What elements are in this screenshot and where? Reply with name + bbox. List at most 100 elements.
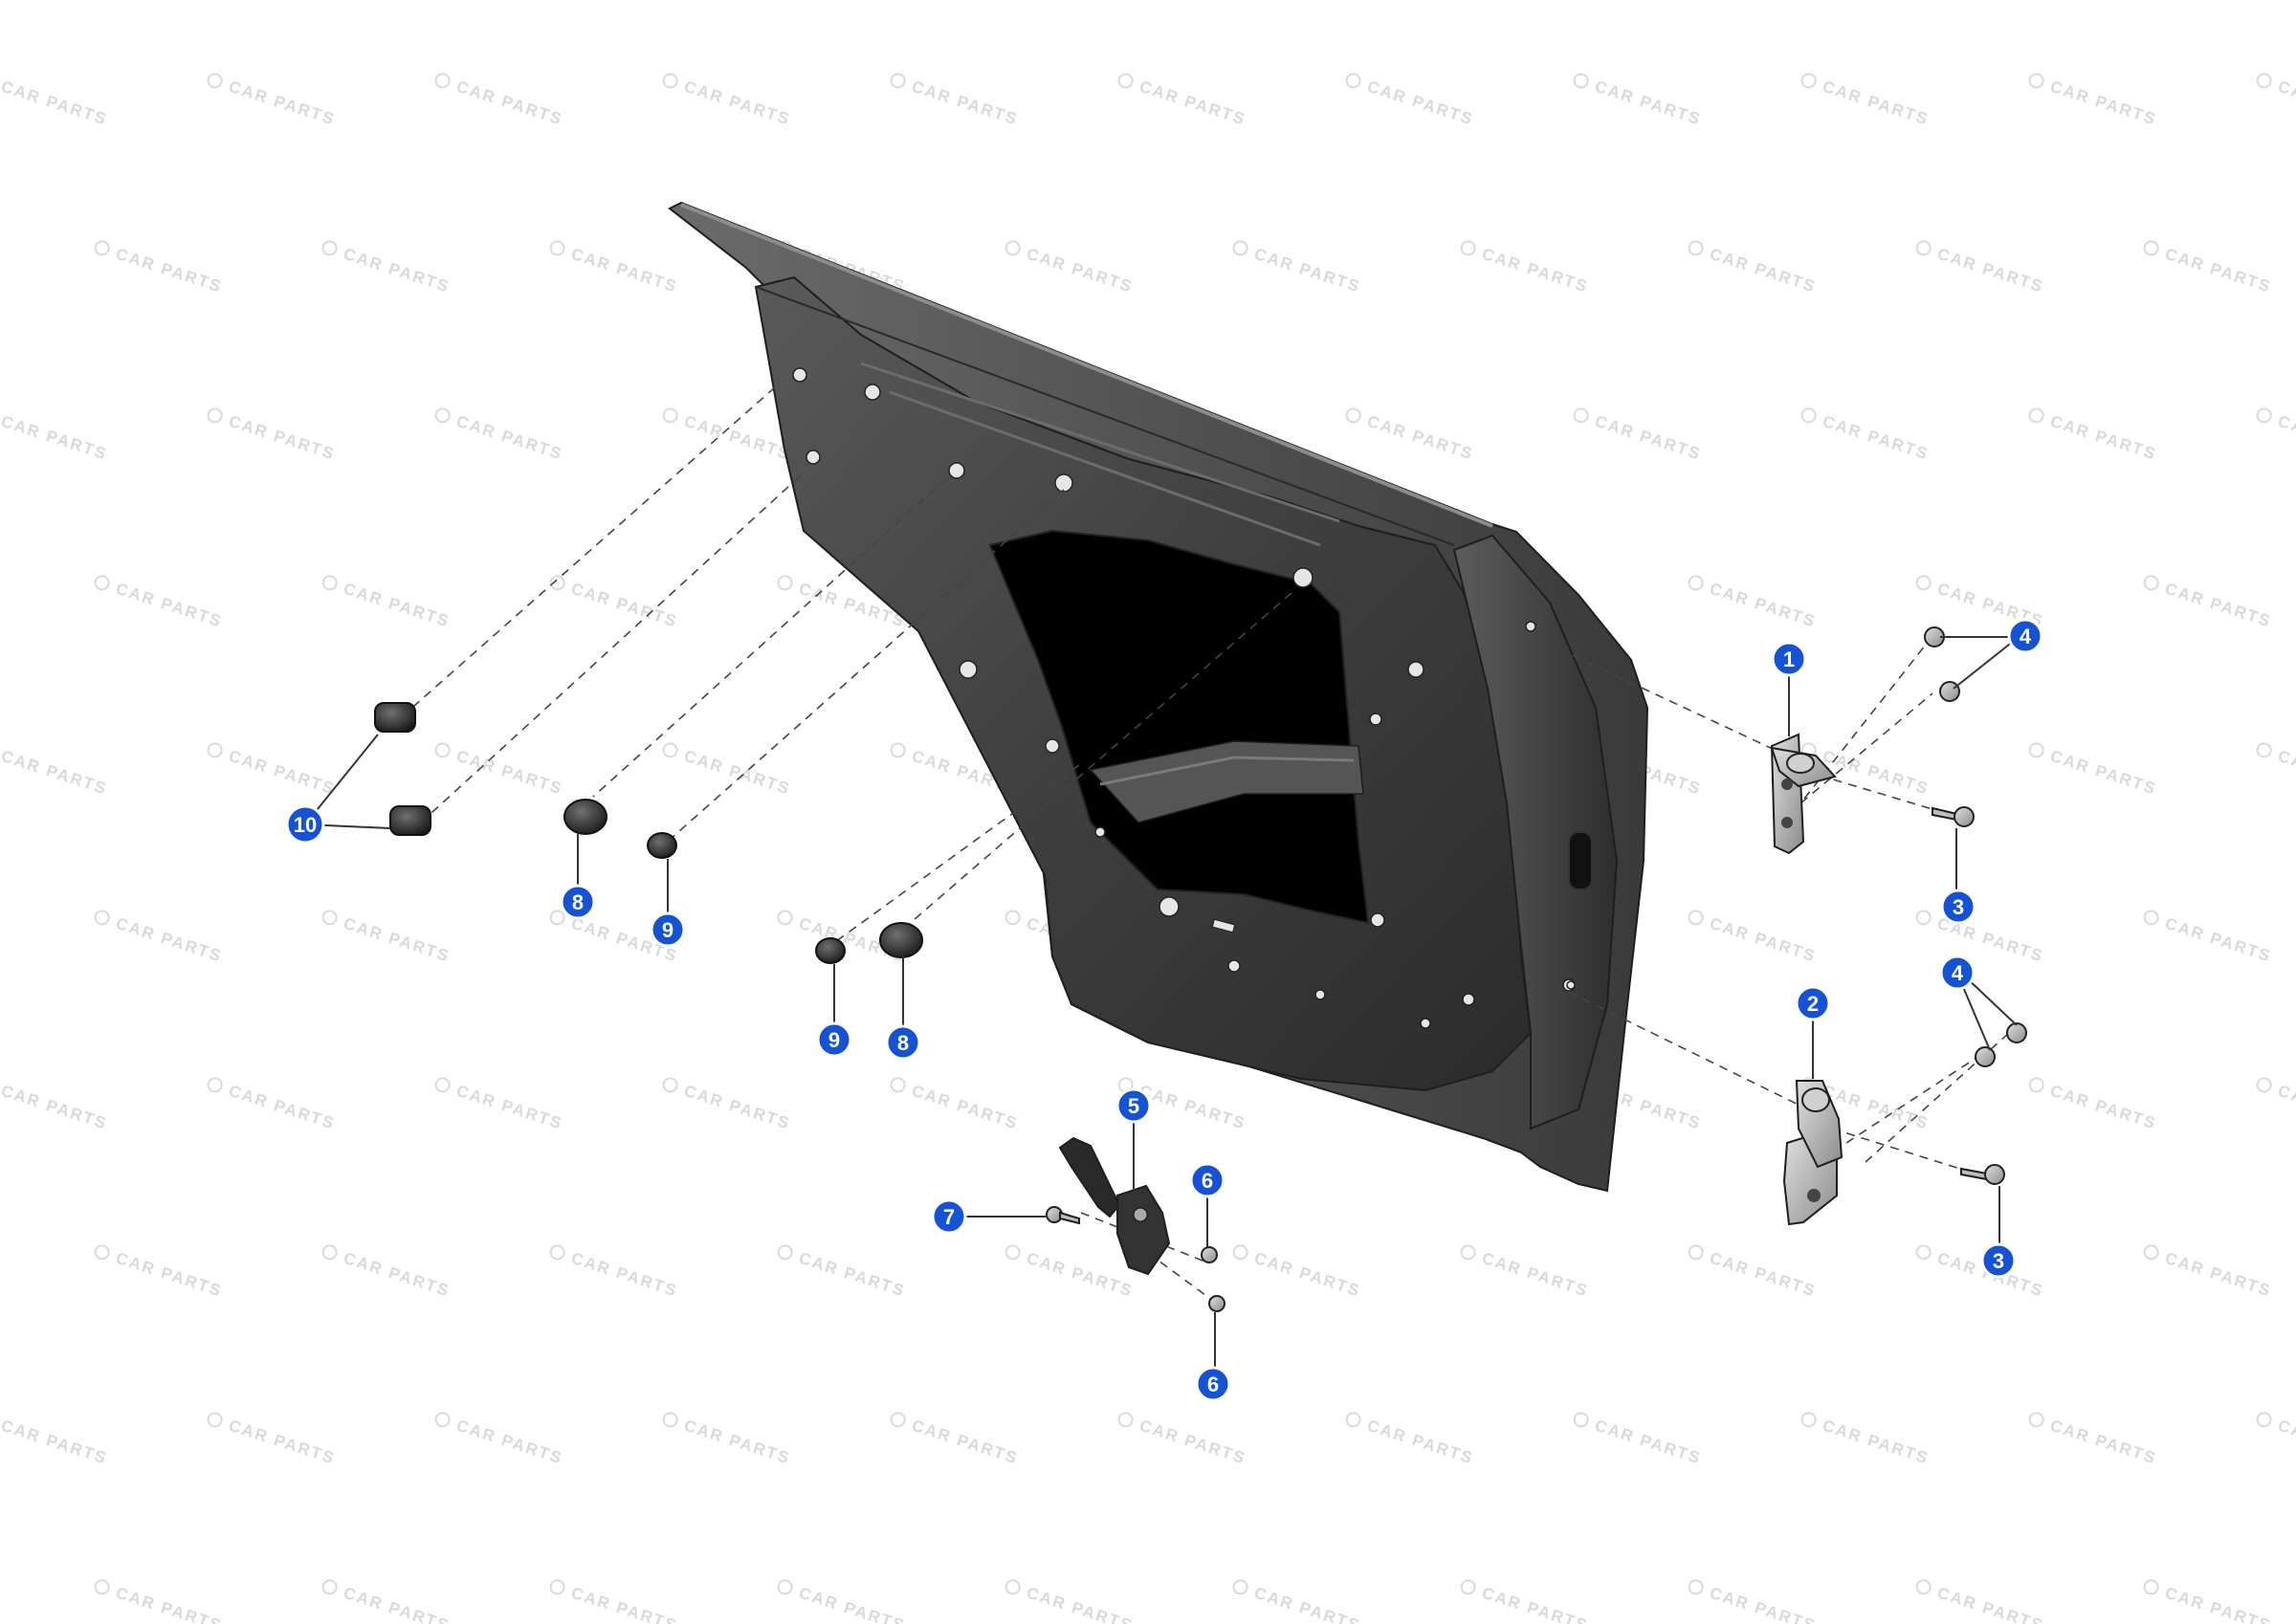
rectangular-plugs [374,702,431,836]
watermark-text: CAR PARTS [2276,747,2296,799]
watermark-text: CAR PARTS [1025,245,1136,296]
watermark: CAR PARTS [2256,1412,2296,1468]
watermark: CAR PARTS [549,575,680,631]
watermark-text: CAR PARTS [454,1416,565,1468]
watermark-logo-icon [549,1244,565,1261]
check-strap-bolt [1046,1206,1080,1225]
watermark: CAR PARTS [2143,240,2274,296]
hinge-nut-lower [1975,1022,2027,1067]
watermark: CAR PARTS [1800,1412,1932,1468]
watermark-text: CAR PARTS [1821,1416,1932,1468]
round-plug-large-lower [879,922,923,958]
watermark-text: CAR PARTS [2276,77,2296,129]
watermark: CAR PARTS [321,910,453,966]
watermark: CAR PARTS [2143,575,2274,631]
door-check-strap [1058,1136,1171,1276]
watermark-text: CAR PARTS [1137,1082,1248,1133]
watermark-logo-icon [2028,1412,2044,1428]
watermark-text: CAR PARTS [1137,1416,1248,1468]
watermark: CAR PARTS [0,1082,110,1133]
watermark: CAR PARTS [1573,1412,1704,1468]
callouts: 1 2 3 3 4 4 5 6 [285,618,2043,1402]
watermark-logo-icon [1004,910,1021,926]
watermark: CAR PARTS [1915,1244,2046,1301]
watermark-text: CAR PARTS [342,914,453,966]
watermark: CAR PARTS [662,407,793,464]
svg-text:3: 3 [1953,895,1964,919]
watermark-logo-icon [1915,1244,1932,1261]
watermark-logo-icon [2028,742,2044,758]
watermark: CAR PARTS [94,240,225,296]
watermark-logo-icon [1573,73,1589,89]
callout-8-upper: 8 [560,884,596,920]
callout-3-lower: 3 [1980,1242,2017,1279]
watermark-logo-icon [1800,407,1817,424]
watermark: CAR PARTS [2256,407,2296,464]
watermark-text: CAR PARTS [1025,1584,1136,1624]
watermark: CAR PARTS [1573,73,1704,129]
watermark-text: CAR PARTS [1593,1416,1704,1468]
watermark: CAR PARTS [1915,910,2046,966]
svg-text:6: 6 [1207,1372,1219,1396]
watermark: CAR PARTS [1232,1579,1363,1624]
watermark: CAR PARTS [207,1412,338,1468]
watermark-text: CAR PARTS [454,1082,565,1133]
watermark-text: CAR PARTS [0,747,110,799]
watermark-logo-icon [2256,73,2272,89]
watermark-text: CAR PARTS [682,1082,793,1133]
svg-text:7: 7 [943,1205,955,1229]
watermark-logo-icon [549,575,565,591]
watermark: CAR PARTS [2256,742,2296,799]
watermark: CAR PARTS [2143,1244,2274,1301]
watermark-text: CAR PARTS [1935,1584,2046,1624]
watermark-logo-icon [1915,240,1932,256]
watermark-text: CAR PARTS [1137,77,1248,129]
callout-4-upper: 4 [2007,618,2043,654]
watermark: CAR PARTS [662,1077,793,1133]
callout-8-lower: 8 [885,1024,921,1061]
watermark-text: CAR PARTS [1365,77,1476,129]
watermark-logo-icon [2028,407,2044,424]
watermark: CAR PARTS [207,73,338,129]
watermark: CAR PARTS [321,575,453,631]
round-plug-small-upper [647,832,677,859]
watermark-text: CAR PARTS [2048,747,2159,799]
watermark-logo-icon [1800,1412,1817,1428]
watermark-text: CAR PARTS [2163,1249,2274,1301]
watermark-logo-icon [2143,1244,2159,1261]
watermark-text: CAR PARTS [342,245,453,296]
watermark-logo-icon [1460,1244,1476,1261]
watermark-text: CAR PARTS [1365,412,1476,464]
watermark: CAR PARTS [434,1077,565,1133]
svg-text:2: 2 [1807,992,1819,1016]
watermark: CAR PARTS [1688,910,1819,966]
watermark-text: CAR PARTS [682,1416,793,1468]
callout-9-upper: 9 [650,911,686,948]
watermark-logo-icon [1232,240,1248,256]
watermark: CAR PARTS [2143,910,2274,966]
watermark-logo-icon [890,1077,906,1093]
watermark: CAR PARTS [1117,73,1248,129]
watermark: CAR PARTS [777,1579,908,1624]
watermark: CAR PARTS [2256,73,2296,129]
svg-text:6: 6 [1202,1169,1213,1193]
watermark-logo-icon [207,73,223,89]
watermark-logo-icon [1915,1579,1932,1595]
round-plug-small-lower [815,937,846,964]
watermark-text: CAR PARTS [2163,1584,2274,1624]
watermark-text: CAR PARTS [1365,1416,1476,1468]
watermark-text: CAR PARTS [682,77,793,129]
callout-1: 1 [1771,641,1807,677]
watermark: CAR PARTS [1117,1412,1248,1468]
watermark: CAR PARTS [1460,1579,1591,1624]
watermark-text: CAR PARTS [1480,1249,1591,1301]
watermark-text: CAR PARTS [0,77,110,129]
watermark: CAR PARTS [2028,407,2159,464]
watermark-logo-icon [1345,407,1361,424]
watermark: CAR PARTS [1004,1579,1136,1624]
watermark-logo-icon [890,742,906,758]
watermark: CAR PARTS [434,1412,565,1468]
door-shell [668,201,1649,1193]
watermark-logo-icon [94,240,110,256]
